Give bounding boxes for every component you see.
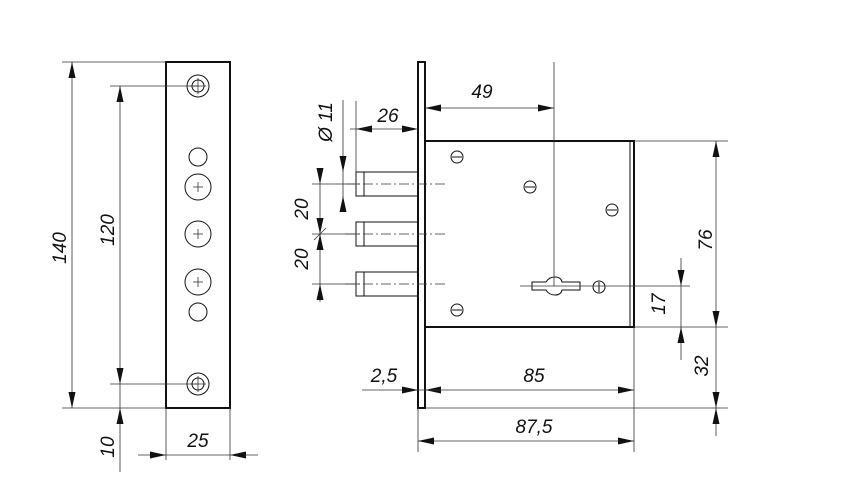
dim-bolt-pitch-lower: 20 <box>292 248 313 271</box>
dim-hole-spacing: 120 <box>98 214 119 246</box>
front-view: 140 120 10 25 <box>50 61 258 472</box>
small-hole-top <box>188 147 208 167</box>
dim-bolt-diameter: Ø 11 <box>316 102 337 143</box>
dim-faceplate-thickness: 2,5 <box>370 366 398 387</box>
case-screw-bottom-left <box>450 303 464 317</box>
dim-total-height: 140 <box>50 232 71 264</box>
case-screw-center <box>523 180 537 194</box>
lock-case <box>424 140 635 328</box>
dim-plate-width: 25 <box>186 431 209 452</box>
side-view: 49 26 Ø 11 20 20 76 <box>292 61 728 452</box>
side-faceplate <box>417 61 426 409</box>
dim-keyhole-height: 17 <box>649 292 670 315</box>
dim-case-height: 76 <box>696 229 717 251</box>
case-screw-right <box>605 203 619 217</box>
dim-backset: 49 <box>471 82 493 103</box>
bolt-hole-3 <box>184 268 212 296</box>
dim-case-depth: 85 <box>523 366 545 387</box>
case-screw-keyhole <box>592 280 606 294</box>
dim-bottom-offset: 10 <box>98 436 119 458</box>
bolt-hole-1 <box>184 173 212 201</box>
dim-case-to-bottom: 32 <box>692 355 713 377</box>
keyhole <box>520 276 690 296</box>
dim-overall-depth: 87,5 <box>516 417 553 438</box>
dim-bolt-pitch-upper: 20 <box>292 198 313 221</box>
case-screw-top-left <box>450 150 464 164</box>
bolt-hole-2 <box>184 220 212 248</box>
faceplate-outline <box>165 61 231 409</box>
small-hole-bottom <box>188 302 208 322</box>
dim-bolt-length: 26 <box>376 106 399 127</box>
